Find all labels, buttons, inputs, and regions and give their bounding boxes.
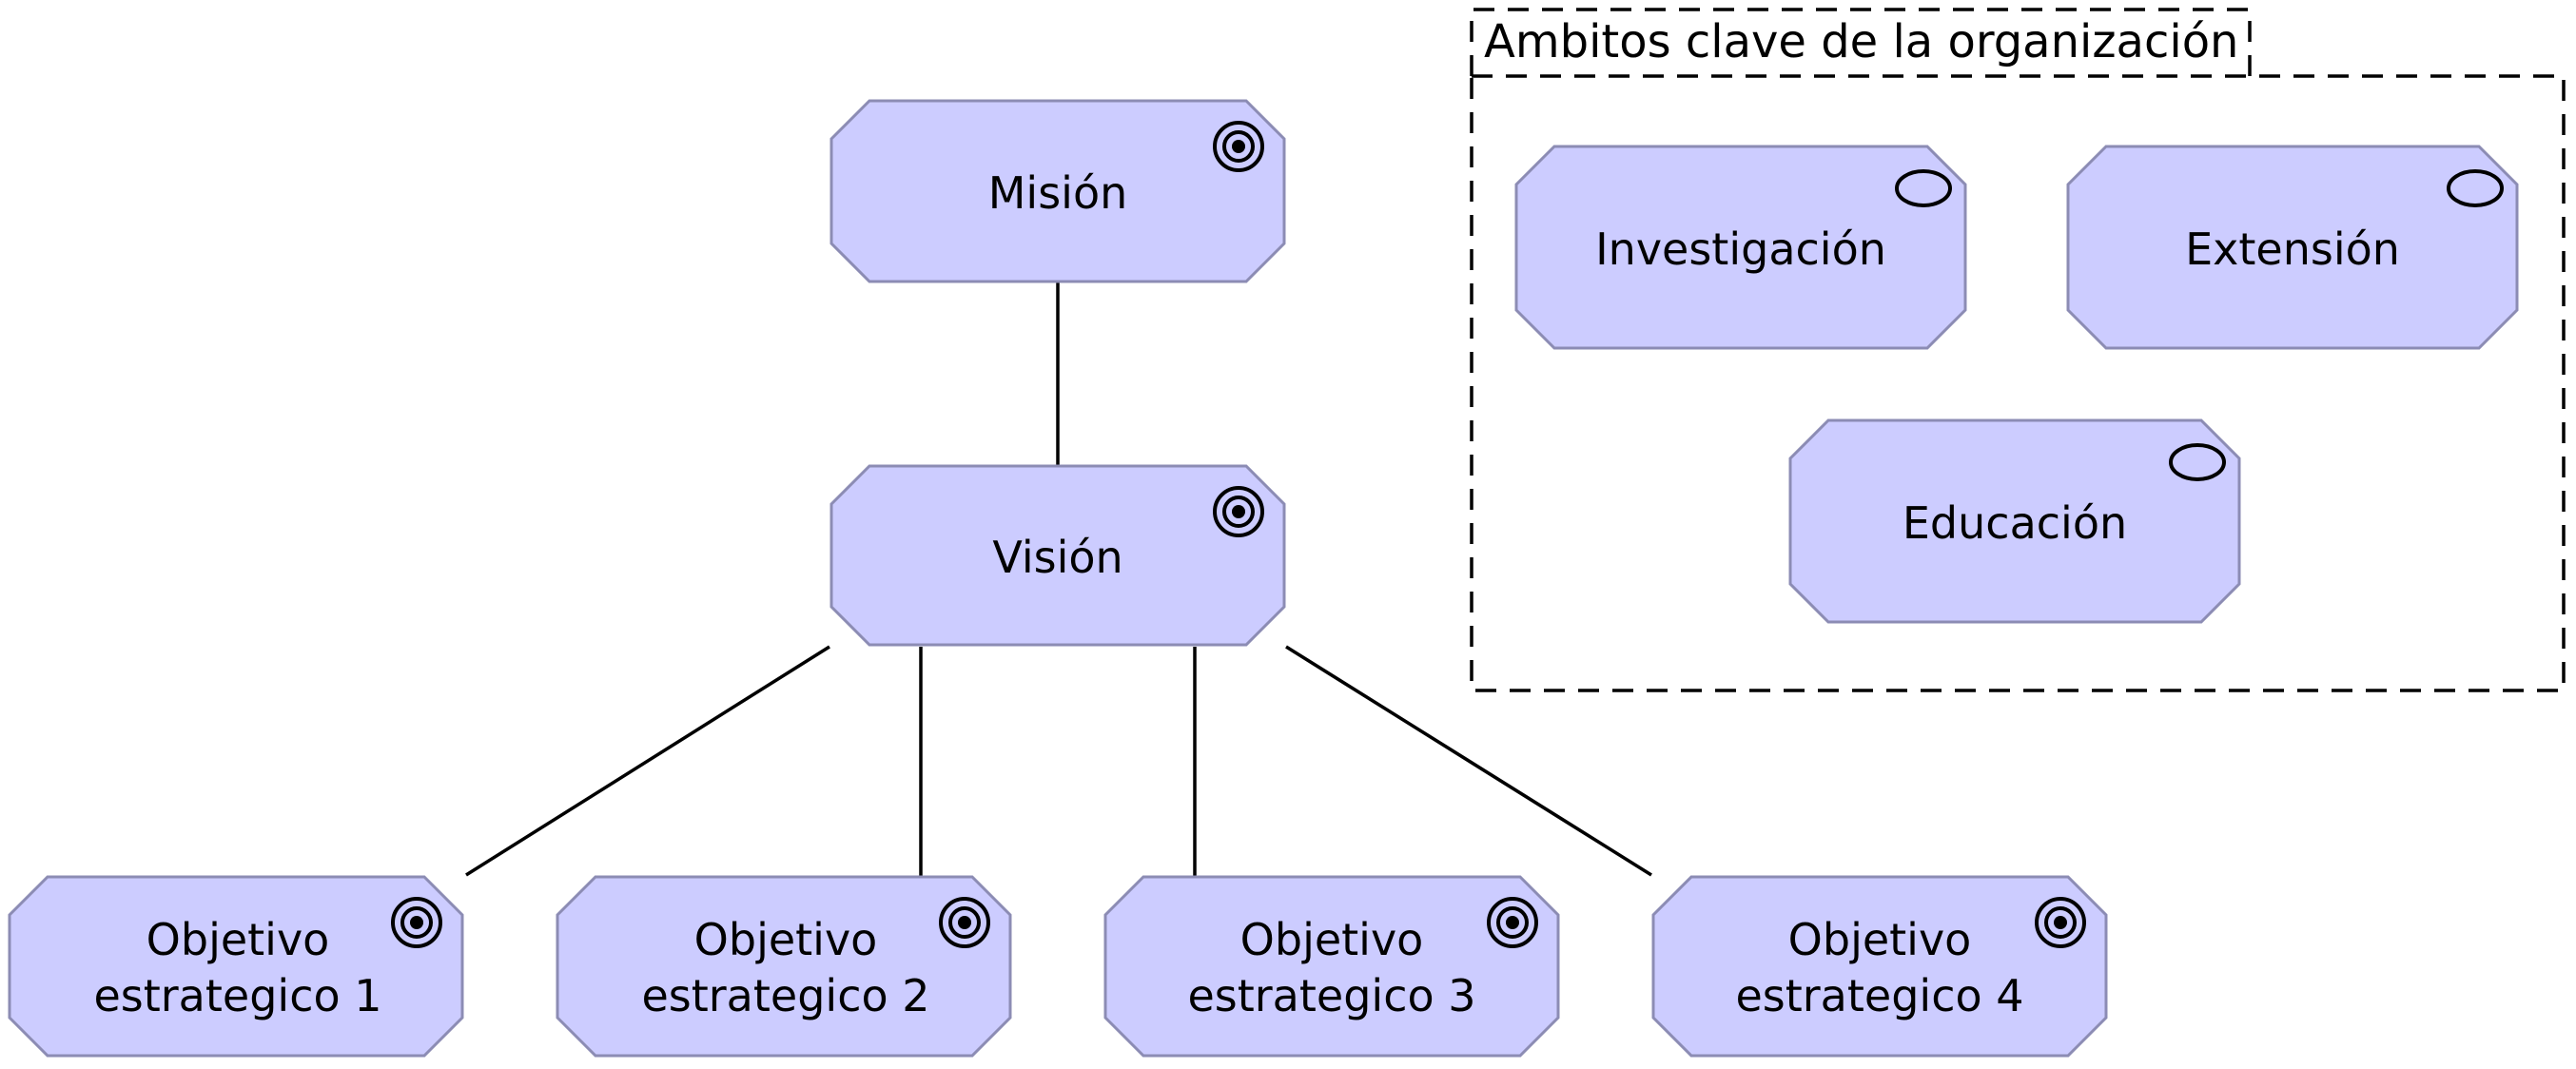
connection-vision-objetivo-1[interactable] xyxy=(465,645,830,877)
service-node-investigacion[interactable]: Investigación xyxy=(1514,145,1967,350)
service-icon xyxy=(2447,169,2504,207)
node-label-line-1: Objetivo xyxy=(1240,914,1424,965)
goal-icon xyxy=(1213,486,1264,537)
node-label-line-1: Objetivo xyxy=(146,914,330,965)
node-shape xyxy=(556,875,1012,1058)
service-icon xyxy=(2169,443,2226,481)
group-ambitos-clave[interactable]: Ambitos clave de la organización xyxy=(1470,8,2566,692)
service-node-educacion[interactable]: Educación xyxy=(1788,418,2241,624)
connections xyxy=(465,282,1652,877)
goal-node-mision[interactable]: Misión xyxy=(829,99,1286,283)
goal-icon xyxy=(391,897,442,948)
goal-node-objetivo-1[interactable]: Objetivo estrategico 1 xyxy=(8,875,464,1058)
node-label: Misión xyxy=(988,167,1128,219)
node-label: Investigación xyxy=(1595,224,1886,275)
goal-node-objetivo-4[interactable]: Objetivo estrategico 4 xyxy=(1651,875,2108,1058)
node-label: Educación xyxy=(1903,497,2127,549)
service-icon xyxy=(1895,169,1952,207)
goal-icon xyxy=(1487,897,1538,948)
goal-icon xyxy=(2035,897,2086,948)
node-shape xyxy=(1103,875,1560,1058)
goal-icon xyxy=(939,897,990,948)
goal-icon xyxy=(1213,121,1264,172)
node-shape xyxy=(8,875,464,1058)
node-label-line-2: estrategico 3 xyxy=(1187,970,1475,1021)
group-title: Ambitos clave de la organización xyxy=(1484,15,2238,68)
goal-node-objetivo-2[interactable]: Objetivo estrategico 2 xyxy=(556,875,1012,1058)
node-shape xyxy=(1788,418,2241,624)
goal-node-vision[interactable]: Visión xyxy=(829,464,1286,647)
node-shape xyxy=(829,464,1286,647)
node-shape xyxy=(1651,875,2108,1058)
group-tab-border xyxy=(1470,8,2252,76)
node-label-line-1: Objetivo xyxy=(1788,914,1972,965)
node-shape xyxy=(829,99,1286,283)
node-label-line-2: estrategico 2 xyxy=(641,970,929,1021)
node-label-line-2: estrategico 4 xyxy=(1735,970,2023,1021)
goal-node-objetivo-3[interactable]: Objetivo estrategico 3 xyxy=(1103,875,1560,1058)
service-node-extension[interactable]: Extensión xyxy=(2066,145,2519,350)
node-label-line-2: estrategico 1 xyxy=(93,970,381,1021)
connection-vision-objetivo-4[interactable] xyxy=(1285,645,1652,877)
node-label-line-1: Objetivo xyxy=(694,914,878,965)
node-label: Visión xyxy=(992,532,1122,583)
node-shape xyxy=(2066,145,2519,350)
node-shape xyxy=(1514,145,1967,350)
node-label: Extensión xyxy=(2185,224,2400,275)
